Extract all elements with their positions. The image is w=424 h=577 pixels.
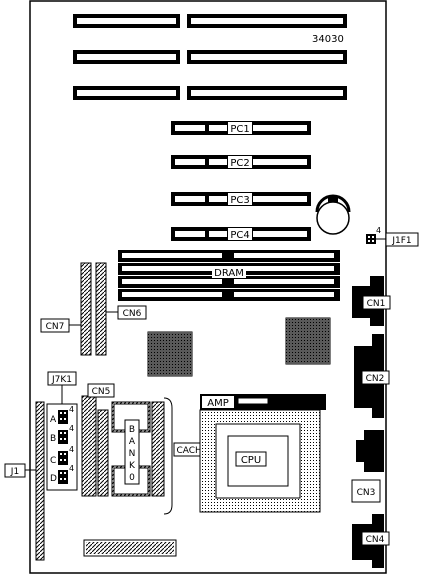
j7k1-pin: 4 — [69, 464, 74, 473]
connector-cn3: CN3 — [351, 479, 381, 503]
cn7-label: CN7 — [46, 322, 65, 332]
bank-label-char: 0 — [129, 473, 135, 483]
j7k1-label: J7K1 — [51, 375, 72, 385]
bank-label-char: B — [129, 425, 135, 435]
connector-cn4: CN4 — [352, 514, 390, 568]
connector-cn2: CN2 — [354, 334, 390, 418]
bottom-header — [83, 539, 177, 557]
cn4-label: CN4 — [366, 535, 385, 545]
pci-slot-1: PC1 — [171, 121, 311, 135]
connector-cn3-socket — [356, 430, 384, 472]
isa-slot — [73, 86, 347, 100]
cpu-socket: AMP CPU — [199, 394, 326, 513]
socket-brand: AMP — [207, 398, 229, 409]
pci-slot-4: PC4 — [171, 227, 311, 241]
pci-slots: PC1 PC2 PC3 PC4 — [171, 121, 311, 241]
j7k1-letter: B — [50, 434, 56, 444]
j1f1-label: J1F1 — [391, 236, 411, 246]
j7k1-pin: 4 — [69, 405, 74, 414]
connector-cn1: CN1 — [352, 276, 391, 326]
j7k1-letter: A — [50, 415, 57, 425]
header-cn6 — [95, 262, 107, 356]
isa-slot — [73, 50, 347, 64]
bank-label-char: A — [129, 437, 136, 447]
j7k1-rows: A 4 B 4 C 4 D 4 — [50, 405, 74, 484]
cn2-label: CN2 — [366, 374, 385, 384]
j7k1-letter: D — [50, 474, 57, 484]
j7k1-pin: 4 — [69, 424, 74, 433]
isa-slots — [73, 14, 347, 100]
j7k1-pin: 4 — [69, 445, 74, 454]
battery-icon — [315, 194, 351, 235]
header-j1 — [35, 401, 45, 561]
dram-sockets: DRAM — [118, 250, 340, 301]
pci-slot-2: PC2 — [171, 155, 311, 169]
pci-slot-label: PC3 — [230, 195, 249, 206]
cn1-label: CN1 — [367, 299, 386, 309]
bank-label-char: K — [129, 461, 136, 471]
pci-slot-label: PC2 — [230, 158, 249, 169]
pci-slot-label: PC4 — [230, 230, 249, 241]
header-cn7 — [80, 262, 92, 356]
header-cn5 — [81, 395, 97, 497]
cn6-label: CN6 — [123, 309, 142, 319]
isa-slot — [73, 14, 347, 28]
j1-label: J1 — [10, 467, 19, 477]
cpu-label: CPU — [241, 455, 261, 466]
bank-label-char: N — [129, 449, 136, 459]
cn3-label: CN3 — [357, 488, 376, 498]
part-number: 34030 — [312, 34, 344, 45]
j1f1-pin-label: 4 — [376, 226, 381, 235]
j7k1-letter: C — [50, 456, 56, 466]
dram-label: DRAM — [214, 268, 244, 279]
pci-slot-3: PC3 — [171, 192, 311, 206]
cn5-label: CN5 — [92, 387, 111, 397]
pci-slot-label: PC1 — [230, 124, 249, 135]
jumper-j1f1: 4 J1F1 — [366, 226, 419, 247]
cache-label: CACHE — [176, 446, 207, 456]
